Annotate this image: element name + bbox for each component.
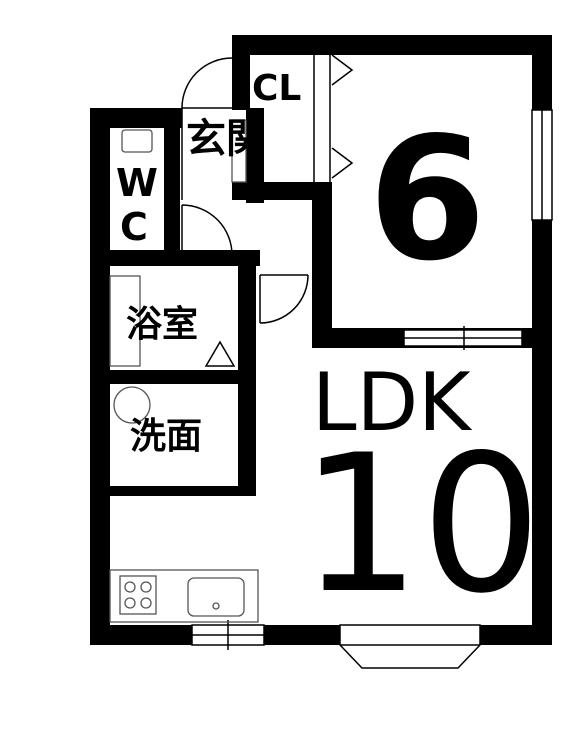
- kitchen-counter: [109, 569, 259, 623]
- wall-wash-bottom: [100, 486, 256, 496]
- fixtures: [109, 119, 259, 623]
- wall-bedroom-left: [312, 182, 332, 348]
- wall-bath-wash-divider: [100, 370, 256, 384]
- closet-door-lower: [331, 147, 354, 179]
- closet-label: CL: [252, 68, 301, 109]
- room-labels: CL 玄関 W C 浴室 洗面 6 LDK 10: [116, 68, 542, 635]
- wall-cl-left: [232, 35, 250, 110]
- bath-label: 浴室: [126, 304, 198, 345]
- wash-basin-icon: [113, 386, 151, 424]
- sink-icon: [187, 577, 245, 617]
- windows: [191, 109, 553, 669]
- entrance-door-swing: [181, 57, 233, 109]
- closet-door-upper: [331, 54, 354, 86]
- wall-top-right: [232, 35, 552, 55]
- ldk-size-label: 10: [300, 414, 542, 635]
- toilet-icon: [121, 129, 153, 153]
- shoe-box: [231, 119, 247, 183]
- entrance-label-top: 玄関: [186, 116, 266, 162]
- doors: [110, 54, 354, 491]
- bath-door: [204, 340, 236, 367]
- wall-entrance-right: [246, 108, 264, 203]
- wall-wc-right: [164, 120, 180, 255]
- wall-top-left: [90, 108, 182, 128]
- wall-entrance-bottom: [232, 182, 328, 200]
- stove-icon: [119, 575, 157, 615]
- wc-label-bottom: C: [120, 205, 148, 249]
- bedroom-size-label: 6: [368, 101, 486, 299]
- hall-door-swing: [259, 274, 309, 324]
- wc-door-swing: [181, 204, 233, 256]
- wc-label-top: W: [116, 161, 158, 205]
- ldk-label: LDK: [312, 356, 473, 449]
- bathtub-icon: [109, 275, 141, 367]
- washroom-label: 洗面: [130, 416, 202, 457]
- wall-wc-bottom: [90, 250, 260, 266]
- entrance-label: 玄関: [186, 116, 266, 162]
